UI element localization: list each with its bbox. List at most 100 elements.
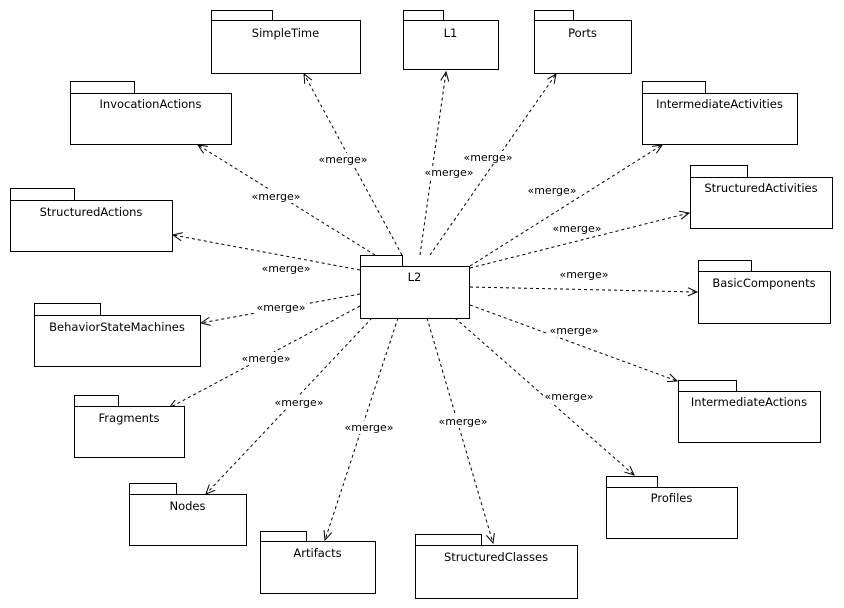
package-tab — [129, 483, 177, 495]
merge-dependency-structuredactions[interactable]: «merge» — [171, 232, 361, 275]
package-tab — [260, 531, 307, 542]
merge-dependency-structuredclasses[interactable]: «merge» — [426, 317, 495, 545]
merge-edges: «merge» «merge» «merge» «merge» «merge» «merg… — [167, 70, 699, 545]
package-tab — [10, 188, 75, 201]
merge-stereotype-label: «merge» — [559, 268, 608, 281]
open-arrowhead — [624, 465, 635, 476]
open-arrowhead — [687, 287, 699, 297]
package-tab — [34, 303, 101, 316]
package-l1[interactable]: L1 — [403, 10, 499, 70]
package-basiccomponents[interactable]: BasicComponents — [698, 260, 831, 324]
package-intermediateactions[interactable]: IntermediateActions — [678, 380, 821, 443]
dependency-line — [469, 144, 663, 267]
dependency-line — [426, 317, 494, 544]
package-name: Profiles — [651, 491, 693, 505]
package-tab — [74, 395, 119, 407]
merge-dependency-nodes[interactable]: «merge» — [205, 317, 373, 495]
package-fragments[interactable]: Fragments — [74, 395, 185, 458]
open-arrowhead — [666, 373, 679, 383]
merge-stereotype-label: «merge» — [544, 390, 593, 403]
package-ports[interactable]: Ports — [534, 10, 632, 74]
package-structuredactivities[interactable]: StructuredActivities — [690, 165, 833, 229]
merge-stereotype-label: «merge» — [549, 324, 598, 337]
package-structuredactions[interactable]: StructuredActions — [10, 188, 173, 252]
package-invocationactions[interactable]: InvocationActions — [70, 81, 232, 145]
package-body — [34, 315, 201, 367]
merge-stereotype-label: «merge» — [251, 190, 300, 203]
merge-stereotype-label: «merge» — [424, 166, 473, 179]
package-tab — [678, 380, 737, 392]
label-background — [240, 352, 292, 365]
open-arrowhead — [199, 316, 211, 326]
merge-dependency-l1[interactable]: «merge» — [419, 70, 475, 256]
package-body — [415, 545, 578, 599]
package-behaviorstatemachines[interactable]: BehaviorStateMachines — [34, 303, 201, 367]
merge-dependency-simpletime[interactable]: «merge» — [303, 72, 403, 256]
merge-stereotype-label: «merge» — [261, 262, 310, 275]
label-background — [543, 390, 595, 403]
package-profiles[interactable]: Profiles — [606, 476, 738, 539]
package-name: Fragments — [99, 411, 160, 425]
open-arrowhead — [679, 210, 691, 220]
label-background — [551, 222, 603, 235]
dependency-line — [469, 286, 698, 293]
merge-dependency-intermediateactions[interactable]: «merge» — [469, 304, 679, 383]
package-body — [690, 177, 833, 229]
package-tab — [403, 10, 444, 21]
merge-dependency-behaviorstatemachines[interactable]: «merge» — [199, 293, 361, 326]
package-tab — [606, 476, 658, 488]
dependency-line — [454, 317, 635, 476]
merge-dependency-intermediateactivities[interactable]: «merge» — [469, 144, 664, 267]
package-l2[interactable]: L2 — [360, 255, 470, 319]
package-artifacts[interactable]: Artifacts — [260, 531, 376, 594]
package-body — [642, 93, 798, 145]
package-tab — [534, 10, 574, 21]
merge-dependency-artifacts[interactable]: «merge» — [323, 317, 399, 542]
dependency-line — [429, 73, 557, 256]
package-body — [360, 266, 470, 319]
package-nodes[interactable]: Nodes — [129, 483, 247, 546]
merge-stereotype-label: «merge» — [274, 396, 323, 409]
package-name: L2 — [408, 270, 422, 284]
package-structuredclasses[interactable]: StructuredClasses — [415, 534, 578, 599]
merge-stereotype-label: «merge» — [344, 421, 393, 434]
package-body — [70, 93, 232, 145]
package-simpletime[interactable]: SimpleTime — [211, 10, 361, 74]
package-body — [260, 541, 376, 594]
merge-stereotype-label: «merge» — [438, 415, 487, 428]
open-arrowhead — [652, 144, 664, 154]
package-name: StructuredClasses — [444, 550, 548, 564]
package-name: SimpleTime — [252, 26, 319, 40]
merge-dependency-structuredactivities[interactable]: «merge» — [469, 210, 691, 269]
package-name: StructuredActivities — [704, 181, 817, 195]
package-name: BasicComponents — [712, 276, 815, 290]
package-name: StructuredActions — [40, 205, 143, 219]
package-name: BehaviorStateMachines — [49, 320, 185, 334]
package-intermediateactivities[interactable]: IntermediateActivities — [642, 81, 798, 145]
merge-dependency-profiles[interactable]: «merge» — [454, 317, 635, 476]
label-background — [260, 262, 312, 275]
merge-dependency-ports[interactable]: «merge» — [429, 72, 557, 256]
package-tab — [690, 165, 748, 178]
package-body — [129, 494, 247, 546]
merge-stereotype-label: «merge» — [318, 153, 367, 166]
label-background — [423, 166, 475, 179]
package-tab — [360, 255, 403, 267]
merge-stereotype-label: «merge» — [527, 184, 576, 197]
open-arrowhead — [303, 72, 313, 85]
label-background — [462, 151, 514, 164]
merge-stereotype-label: «merge» — [552, 222, 601, 235]
label-background — [437, 415, 489, 428]
label-background — [558, 268, 610, 281]
merge-dependency-basiccomponents[interactable]: «merge» — [469, 268, 699, 297]
merge-stereotype-label: «merge» — [463, 151, 512, 164]
open-arrowhead — [440, 70, 450, 82]
open-arrowhead — [323, 530, 333, 542]
label-background — [317, 153, 369, 166]
merge-stereotype-label: «merge» — [256, 301, 305, 314]
merge-dependency-invocationactions[interactable]: «merge» — [196, 144, 376, 256]
package-name: IntermediateActivities — [656, 97, 783, 111]
label-background — [548, 324, 600, 337]
